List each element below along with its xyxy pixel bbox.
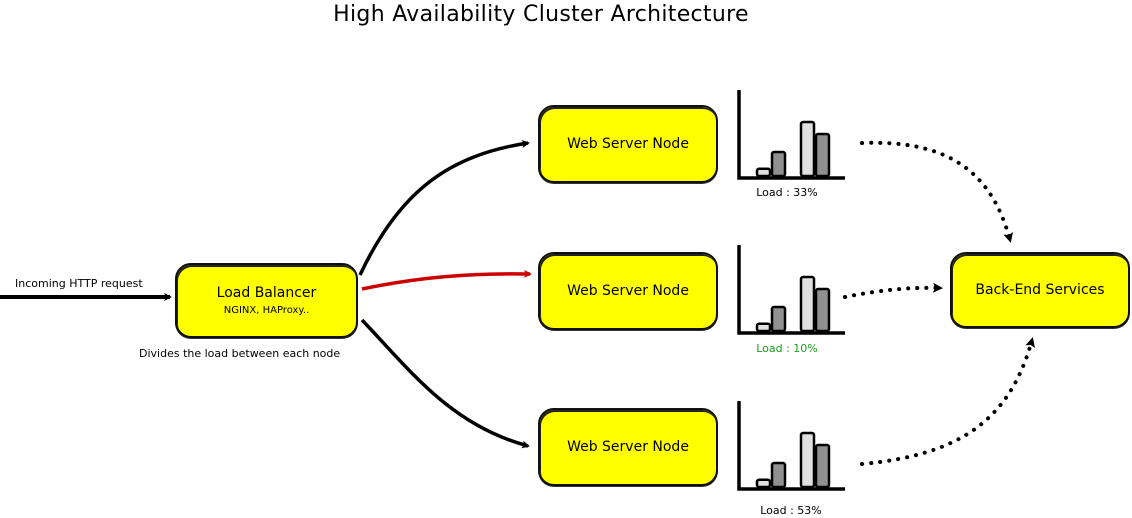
mini-chart-axes — [737, 90, 845, 180]
mini-chart-axes — [737, 401, 845, 491]
web-server-node-2-label: Web Server Node — [567, 283, 689, 299]
load-balancer-box[interactable]: Load Balancer NGINX, HAProxy.. — [175, 263, 358, 338]
mini-chart-bar — [755, 322, 772, 333]
load-mini-chart-1 — [737, 90, 845, 180]
mini-chart-bar — [770, 305, 787, 333]
web-server-node-1[interactable]: Web Server Node — [538, 105, 718, 183]
incoming-request-label: Incoming HTTP request — [15, 277, 143, 290]
mini-chart-bar — [770, 150, 787, 178]
connector-lb-to-node-1 — [358, 139, 530, 276]
mini-chart-bar — [799, 431, 816, 489]
load-mini-chart-2 — [737, 245, 845, 335]
mini-chart-bar — [770, 461, 787, 489]
connector-lb-to-node-3 — [360, 318, 530, 449]
dotted-connector-node-3-to-backend — [860, 337, 1035, 466]
mini-chart-bar — [814, 132, 831, 178]
web-server-node-2[interactable]: Web Server Node — [538, 252, 718, 330]
connector-lb-to-node-2 — [361, 269, 532, 291]
node-2-load-label: Load : 10% — [756, 342, 818, 355]
load-balancer-label: Load Balancer — [216, 285, 317, 301]
mini-chart-axes — [737, 245, 845, 335]
mini-chart-bar — [814, 287, 831, 333]
node-3-load-label: Load : 53% — [760, 504, 822, 517]
mini-chart-bar — [755, 478, 772, 489]
backend-services-box[interactable]: Back-End Services — [950, 252, 1130, 328]
diagram-title: High Availability Cluster Architecture — [333, 2, 749, 27]
mini-chart-bar — [814, 443, 831, 489]
mini-chart-bar — [799, 275, 816, 333]
web-server-node-1-label: Web Server Node — [567, 136, 689, 152]
mini-chart-bar — [755, 167, 772, 178]
web-server-node-3[interactable]: Web Server Node — [538, 408, 718, 486]
dotted-connector-node-2-to-backend — [843, 282, 943, 299]
node-1-load-label: Load : 33% — [756, 186, 818, 199]
web-server-node-3-label: Web Server Node — [567, 439, 689, 455]
dotted-connector-node-1-to-backend — [860, 140, 1014, 243]
load-balancer-sublabel: NGINX, HAProxy.. — [223, 305, 310, 316]
backend-services-label: Back-End Services — [975, 282, 1105, 298]
load-balancer-caption: Divides the load between each node — [139, 347, 341, 360]
load-mini-chart-3 — [737, 401, 845, 491]
mini-chart-bar — [799, 120, 816, 178]
